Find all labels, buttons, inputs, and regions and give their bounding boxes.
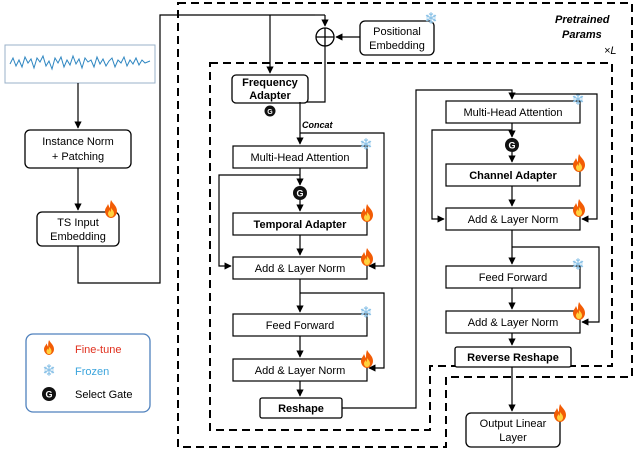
channel-adapter-box: Channel Adapter	[445, 163, 581, 187]
frequency-adapter-label-1: Frequency	[242, 77, 299, 89]
instance-norm-label-2: + Patching	[52, 151, 104, 163]
instance-norm-label-1: Instance Norm	[42, 136, 114, 148]
pretrained-params-label: Pretrained	[555, 14, 610, 26]
legend-select-gate: Select Gate	[75, 389, 132, 401]
fire-icon	[573, 302, 585, 320]
pretrained-params-label-2: Params	[562, 29, 602, 41]
frequency-gate-icon: G	[264, 105, 276, 117]
svg-text:G: G	[508, 141, 515, 151]
fire-icon	[573, 199, 585, 217]
temporal-adapter-label: Temporal Adapter	[254, 219, 348, 231]
channel-gate-icon: G	[505, 138, 519, 152]
temporal-feed-forward-label: Feed Forward	[266, 320, 334, 332]
add-positional-op	[315, 27, 335, 47]
ts-input-label-1: TS Input	[57, 217, 99, 229]
pretrained-params-frame	[177, 2, 633, 448]
fire-icon	[105, 200, 117, 218]
svg-text:G: G	[296, 189, 303, 199]
channel-add-norm-1-label: Add & Layer Norm	[468, 214, 558, 226]
legend: Fine-tune Frozen G Select Gate	[25, 333, 151, 413]
fire-icon	[554, 404, 566, 422]
channel-adapter-label: Channel Adapter	[469, 170, 557, 182]
concat-label: Concat	[302, 120, 334, 130]
svg-text:G: G	[45, 390, 52, 400]
output-linear-layer-box: Output Linear Layer	[465, 412, 561, 448]
temporal-mha-box: Multi-Head Attention	[232, 145, 368, 169]
legend-fine-tune: Fine-tune	[75, 344, 121, 356]
channel-mha-box: Multi-Head Attention	[445, 100, 581, 124]
temporal-add-norm-2-box: Add & Layer Norm	[232, 358, 368, 382]
positional-label-1: Positional	[373, 26, 421, 38]
positional-embedding-box: Positional Embedding	[359, 20, 435, 56]
reverse-reshape-label: Reverse Reshape	[467, 352, 559, 364]
fire-icon	[361, 248, 373, 266]
frequency-adapter-box: Frequency Adapter	[231, 74, 309, 104]
temporal-gate-icon: G	[293, 186, 307, 200]
reshape-box: Reshape	[259, 397, 343, 419]
ts-input-label-2: Embedding	[50, 231, 106, 243]
temporal-add-norm-1-box: Add & Layer Norm	[232, 256, 368, 280]
temporal-feed-forward-box: Feed Forward	[232, 313, 368, 337]
output-label-1: Output Linear	[480, 418, 547, 430]
svg-text:G: G	[267, 109, 273, 116]
channel-feed-forward-label: Feed Forward	[479, 272, 547, 284]
legend-gate-icon: G	[42, 387, 56, 401]
frequency-adapter-label-2: Adapter	[249, 90, 291, 102]
channel-add-norm-2-box: Add & Layer Norm	[445, 310, 581, 334]
fire-icon	[361, 350, 373, 368]
ts-input-embedding-box: TS Input Embedding	[36, 211, 120, 247]
output-label-2: Layer	[499, 432, 527, 444]
fire-icon	[573, 154, 585, 172]
legend-frozen: Frozen	[75, 366, 109, 378]
reverse-reshape-box: Reverse Reshape	[454, 346, 572, 368]
channel-add-norm-2-label: Add & Layer Norm	[468, 317, 558, 329]
layer-repeat-label: ×L	[604, 45, 617, 57]
channel-mha-label: Multi-Head Attention	[463, 107, 562, 119]
temporal-mha-label: Multi-Head Attention	[250, 152, 349, 164]
input-time-series	[4, 44, 156, 84]
channel-add-norm-1-box: Add & Layer Norm	[445, 207, 581, 231]
temporal-add-norm-2-label: Add & Layer Norm	[255, 365, 345, 377]
temporal-add-norm-1-label: Add & Layer Norm	[255, 263, 345, 275]
positional-label-2: Embedding	[369, 40, 425, 52]
instance-norm-box: Instance Norm + Patching	[24, 129, 132, 169]
reshape-label: Reshape	[278, 403, 324, 415]
temporal-adapter-box: Temporal Adapter	[232, 212, 368, 236]
channel-feed-forward-box: Feed Forward	[445, 265, 581, 289]
fire-icon	[361, 204, 373, 222]
layer-repeat-frame	[209, 62, 613, 431]
